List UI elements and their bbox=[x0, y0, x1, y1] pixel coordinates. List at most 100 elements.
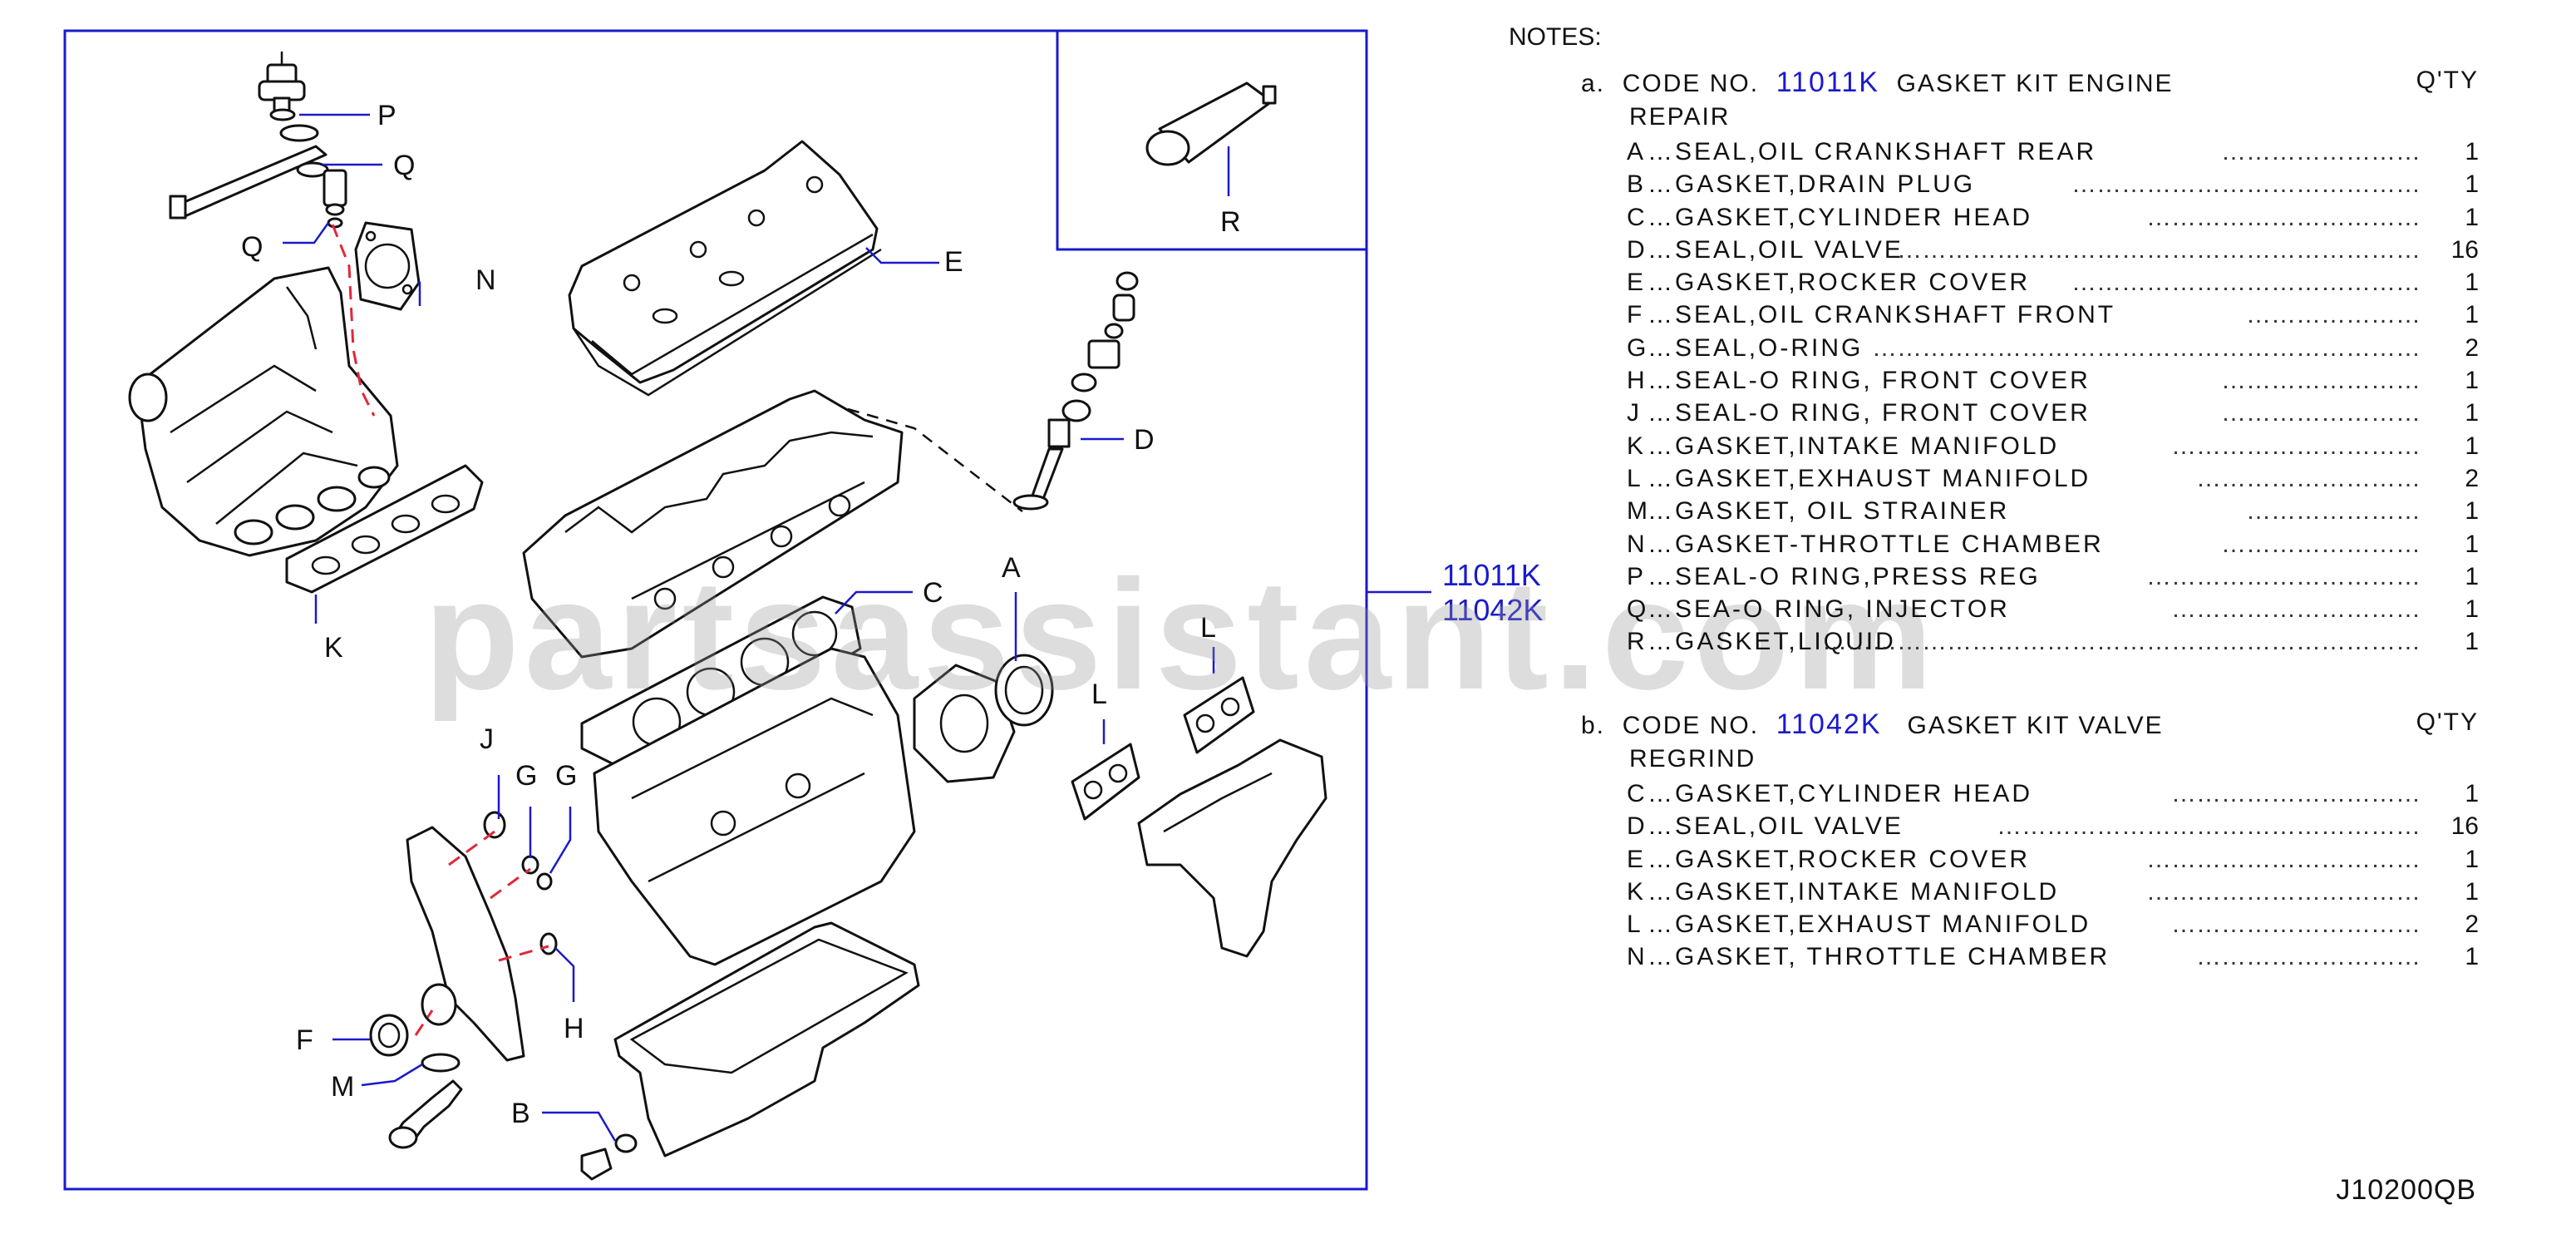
item-desc: …GASKET,INTAKE MANIFOLD bbox=[1648, 877, 2060, 906]
list-item: E…GASKET,ROCKER COVER……………………………………1 bbox=[1581, 269, 2479, 301]
fuel-rail-part bbox=[169, 124, 347, 229]
diagram-frame bbox=[63, 29, 1368, 1191]
item-qty: 2 bbox=[2465, 464, 2479, 492]
kit-a-header: a. CODE NO. 11011K GASKET KIT ENGINE Q'T… bbox=[1581, 67, 2479, 103]
item-letter: F bbox=[1627, 301, 1645, 329]
item-letter: R bbox=[1627, 628, 1648, 656]
kit-b-name-cont: REGRIND bbox=[1629, 745, 1756, 772]
leader-dots: …………………… bbox=[2221, 367, 2421, 395]
item-desc: …GASKET,ROCKER COVER bbox=[1648, 845, 2031, 873]
item-letter: L bbox=[1627, 464, 1643, 492]
oil-strainer-part bbox=[388, 1053, 463, 1149]
list-item: H…SEAL-O RING, FRONT COVER……………………1 bbox=[1581, 367, 2479, 399]
leader-dots: …………………… bbox=[2221, 530, 2421, 558]
rocker-cover-part bbox=[568, 140, 882, 397]
item-qty: 1 bbox=[2465, 628, 2479, 656]
leader-dots: ………………………… bbox=[2171, 595, 2421, 624]
list-item: M…GASKET, OIL STRAINER…………………1 bbox=[1581, 497, 2479, 530]
item-desc: …GASKET, THROTTLE CHAMBER bbox=[1648, 943, 2111, 971]
leader-dots: ……………………………………………………… bbox=[1897, 235, 2421, 264]
list-item: N…GASKET, THROTTLE CHAMBER………………………1 bbox=[1581, 943, 2479, 975]
list-item: R…GASKET,LIQUID………………………………………………………………1 bbox=[1581, 628, 2479, 660]
item-letter: K bbox=[1627, 877, 1647, 906]
callout-h: H bbox=[564, 1013, 584, 1044]
item-desc: …GASKET,EXHAUST MANIFOLD bbox=[1648, 911, 2091, 939]
item-desc: …GASKET, OIL STRAINER bbox=[1648, 497, 2010, 526]
item-qty: 16 bbox=[2450, 812, 2479, 841]
item-letter: H bbox=[1627, 367, 1648, 395]
leader-dots: …………………………… bbox=[2146, 845, 2421, 873]
item-letter: E bbox=[1627, 845, 1647, 873]
item-qty: 1 bbox=[2465, 269, 2479, 297]
leader-dots: ………………………………………………………… bbox=[1872, 333, 2421, 362]
list-item: F…SEAL,OIL CRANKSHAFT FRONT…………………1 bbox=[1581, 301, 2479, 333]
leader-dots: ………………… bbox=[2246, 497, 2421, 526]
callout-n: N bbox=[475, 264, 496, 296]
liquid-gasket-tube-part bbox=[1145, 81, 1277, 166]
item-desc: …GASKET,DRAIN PLUG bbox=[1648, 170, 1976, 199]
intake-manifold-part bbox=[128, 266, 399, 557]
kit-b-letter: b. bbox=[1581, 712, 1606, 739]
kit-b-code[interactable]: 11042K bbox=[1776, 708, 1882, 740]
item-desc: …SEA-O RING, INJECTOR bbox=[1648, 595, 2010, 624]
callout-p: P bbox=[377, 100, 396, 131]
oil-pan-part bbox=[613, 921, 920, 1157]
callout-q-upper: Q bbox=[393, 150, 415, 181]
kit-a-code[interactable]: 11011K bbox=[1776, 67, 1879, 98]
item-letter: K bbox=[1627, 432, 1647, 460]
item-desc: …GASKET-THROTTLE CHAMBER bbox=[1648, 530, 2104, 558]
kit-a-name-cont: REPAIR bbox=[1629, 103, 1731, 131]
callout-r: R bbox=[1220, 206, 1241, 238]
list-item: C…GASKET,CYLINDER HEAD…………………………1 bbox=[1581, 780, 2479, 812]
item-desc: …SEAL,OIL VALVE bbox=[1648, 812, 1904, 841]
item-desc: …SEAL,OIL VALVE bbox=[1648, 235, 1904, 264]
item-desc: …SEAL,OIL CRANKSHAFT FRONT bbox=[1648, 301, 2116, 329]
list-item: D…SEAL,OIL VALVE………………………………………………………16 bbox=[1581, 236, 2479, 269]
front-cover-part bbox=[369, 811, 558, 1062]
leader-dots: …………………………… bbox=[2146, 877, 2421, 906]
item-letter: B bbox=[1627, 170, 1647, 199]
callout-m: M bbox=[331, 1071, 354, 1103]
item-desc: …SEAL-O RING, FRONT COVER bbox=[1648, 399, 2091, 427]
item-desc: …SEAL,OIL CRANKSHAFT REAR bbox=[1648, 138, 2097, 165]
callout-a: A bbox=[1002, 552, 1021, 584]
leader-dots: …………………… bbox=[2221, 138, 2421, 165]
kit-b-code-label: CODE NO. bbox=[1622, 712, 1760, 739]
item-letter: N bbox=[1627, 943, 1648, 971]
item-desc: …GASKET,INTAKE MANIFOLD bbox=[1648, 432, 2060, 460]
item-letter: C bbox=[1627, 780, 1648, 807]
leader-dots: …………………………………… bbox=[2071, 269, 2421, 297]
item-qty: 1 bbox=[2465, 943, 2479, 971]
kit-b-section: b. CODE NO. 11042K GASKET KIT VALVE Q'TY… bbox=[1581, 708, 2479, 976]
item-desc: …GASKET,LIQUID bbox=[1648, 628, 1896, 656]
throttle-chamber-gasket-part bbox=[354, 221, 421, 311]
list-item: B…GASKET,DRAIN PLUG……………………………………1 bbox=[1581, 170, 2479, 203]
callout-c: C bbox=[923, 577, 943, 609]
kit-ref-11011k[interactable]: 11011K bbox=[1442, 558, 1541, 592]
item-letter: G bbox=[1627, 333, 1649, 362]
kit-a-code-label: CODE NO. bbox=[1622, 70, 1760, 97]
item-desc: …SEAL,O-RING bbox=[1648, 333, 1864, 362]
leader-lines bbox=[283, 113, 1431, 1142]
list-item: A…SEAL,OIL CRANKSHAFT REAR……………………1 bbox=[1581, 138, 2479, 170]
intake-manifold-gasket-part bbox=[285, 464, 484, 594]
leader-dots: ……………………… bbox=[2196, 464, 2421, 492]
kit-b-name: GASKET KIT VALVE bbox=[1907, 712, 2164, 739]
item-qty: 1 bbox=[2465, 170, 2479, 199]
item-qty: 16 bbox=[2450, 235, 2479, 264]
leader-dots: ………………… bbox=[2246, 301, 2421, 329]
kit-ref-11042k[interactable]: 11042K bbox=[1442, 593, 1543, 627]
item-qty: 1 bbox=[2465, 497, 2479, 526]
kit-a-letter: a. bbox=[1581, 70, 1606, 97]
list-item: C…GASKET,CYLINDER HEAD……………………………1 bbox=[1581, 204, 2479, 236]
exhaust-manifold-gasket-part bbox=[1071, 676, 1255, 821]
item-qty: 1 bbox=[2465, 845, 2479, 873]
callout-g-right: G bbox=[555, 760, 577, 792]
callout-b: B bbox=[511, 1098, 530, 1129]
item-desc: …GASKET,CYLINDER HEAD bbox=[1648, 203, 2033, 231]
item-letter: E bbox=[1627, 269, 1647, 297]
item-desc: …GASKET,CYLINDER HEAD bbox=[1648, 780, 2033, 807]
notes-title: NOTES: bbox=[1509, 23, 1602, 51]
item-desc: …SEAL-O RING, FRONT COVER bbox=[1648, 367, 2091, 395]
item-qty: 1 bbox=[2465, 780, 2479, 807]
